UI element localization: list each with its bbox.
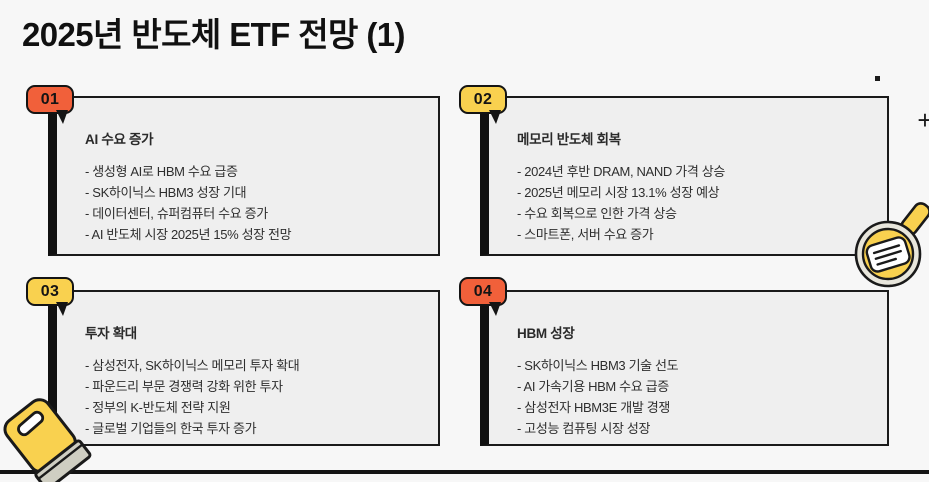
- list-item: 수요 회복으로 인한 가격 상승: [517, 203, 887, 224]
- card-01: AI 수요 증가 생성형 AI로 HBM 수요 급증 SK하이닉스 HBM3 성…: [48, 96, 440, 256]
- card-01-number-badge: 01: [26, 85, 74, 124]
- card-04: HBM 성장 SK하이닉스 HBM3 기술 선도 AI 가속기용 HBM 수요 …: [480, 290, 889, 446]
- page-title: 2025년 반도체 ETF 전망 (1): [22, 16, 406, 53]
- card-03-number-badge: 03: [26, 277, 74, 316]
- list-item: 삼성전자, SK하이닉스 메모리 투자 확대: [85, 355, 438, 376]
- plus-icon: +: [917, 105, 929, 135]
- list-item: 2025년 메모리 시장 13.1% 성장 예상: [517, 182, 887, 203]
- list-item: 정부의 K-반도체 전략 지원: [85, 397, 438, 418]
- card-03-content: 투자 확대 삼성전자, SK하이닉스 메모리 투자 확대 파운드리 부문 경쟁력…: [57, 292, 438, 439]
- list-item: 2024년 후반 DRAM, NAND 가격 상승: [517, 161, 887, 182]
- card-02: 메모리 반도체 회복 2024년 후반 DRAM, NAND 가격 상승 202…: [480, 96, 889, 256]
- list-item: SK하이닉스 HBM3 성장 기대: [85, 182, 438, 203]
- card-02-list: 2024년 후반 DRAM, NAND 가격 상승 2025년 메모리 시장 1…: [517, 161, 887, 245]
- list-item: AI 가속기용 HBM 수요 급증: [517, 376, 887, 397]
- list-item: 파운드리 부문 경쟁력 강화 위한 투자: [85, 376, 438, 397]
- card-01-list: 생성형 AI로 HBM 수요 급증 SK하이닉스 HBM3 성장 기대 데이터센…: [85, 161, 438, 245]
- list-item: 삼성전자 HBM3E 개발 경쟁: [517, 397, 887, 418]
- card-03: 투자 확대 삼성전자, SK하이닉스 메모리 투자 확대 파운드리 부문 경쟁력…: [48, 290, 440, 446]
- card-03-heading: 투자 확대: [85, 326, 137, 341]
- card-04-heading: HBM 성장: [517, 326, 575, 341]
- list-item: 생성형 AI로 HBM 수요 급증: [85, 161, 438, 182]
- list-item: 글로벌 기업들의 한국 투자 증가: [85, 418, 438, 439]
- bottom-divider: [0, 470, 929, 474]
- card-03-list: 삼성전자, SK하이닉스 메모리 투자 확대 파운드리 부문 경쟁력 강화 위한…: [85, 355, 438, 439]
- card-01-heading: AI 수요 증가: [85, 132, 154, 147]
- list-item: 데이터센터, 슈퍼컴퓨터 수요 증가: [85, 203, 438, 224]
- card-01-content: AI 수요 증가 생성형 AI로 HBM 수요 급증 SK하이닉스 HBM3 성…: [57, 98, 438, 245]
- list-item: SK하이닉스 HBM3 기술 선도: [517, 355, 887, 376]
- card-04-number-badge: 04: [459, 277, 507, 316]
- card-02-content: 메모리 반도체 회복 2024년 후반 DRAM, NAND 가격 상승 202…: [489, 98, 887, 245]
- list-item: AI 반도체 시장 2025년 15% 성장 전망: [85, 224, 438, 245]
- card-04-list: SK하이닉스 HBM3 기술 선도 AI 가속기용 HBM 수요 급증 삼성전자…: [517, 355, 887, 439]
- list-item: 고성능 컴퓨팅 시장 성장: [517, 418, 887, 439]
- card-02-number-badge: 02: [459, 85, 507, 124]
- card-04-content: HBM 성장 SK하이닉스 HBM3 기술 선도 AI 가속기용 HBM 수요 …: [489, 292, 887, 439]
- list-item: 스마트폰, 서버 수요 증가: [517, 224, 887, 245]
- card-02-heading: 메모리 반도체 회복: [517, 132, 621, 147]
- square-dot-icon: [875, 76, 880, 81]
